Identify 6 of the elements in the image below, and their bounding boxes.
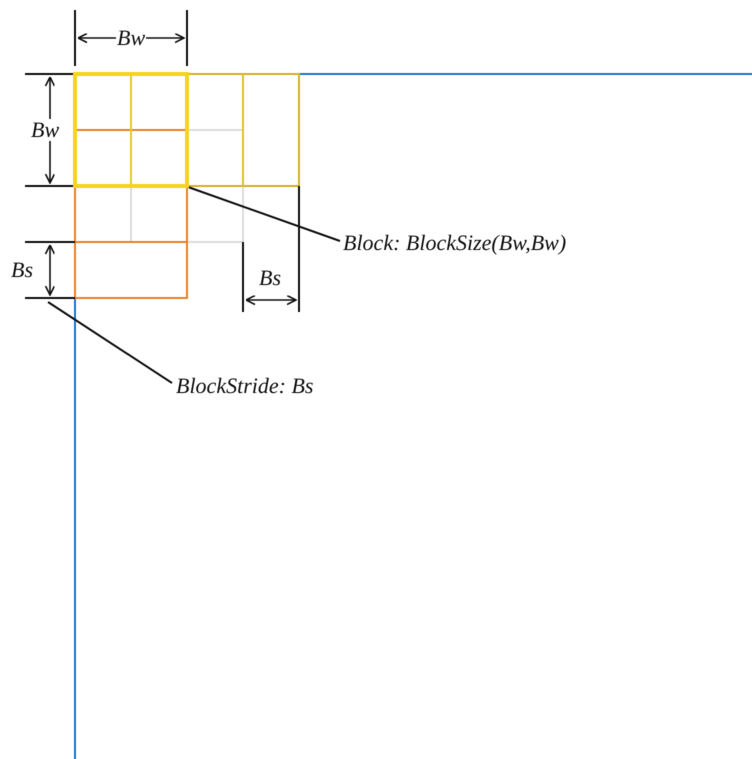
callout-text: BlockStride: Bs — [176, 374, 314, 398]
callout-text: Block: BlockSize(Bw,Bw) — [343, 231, 566, 255]
leader-line — [47, 301, 173, 384]
leader-line — [188, 186, 340, 242]
dimension-label: Bw — [30, 119, 60, 141]
block-outline — [73, 72, 189, 188]
